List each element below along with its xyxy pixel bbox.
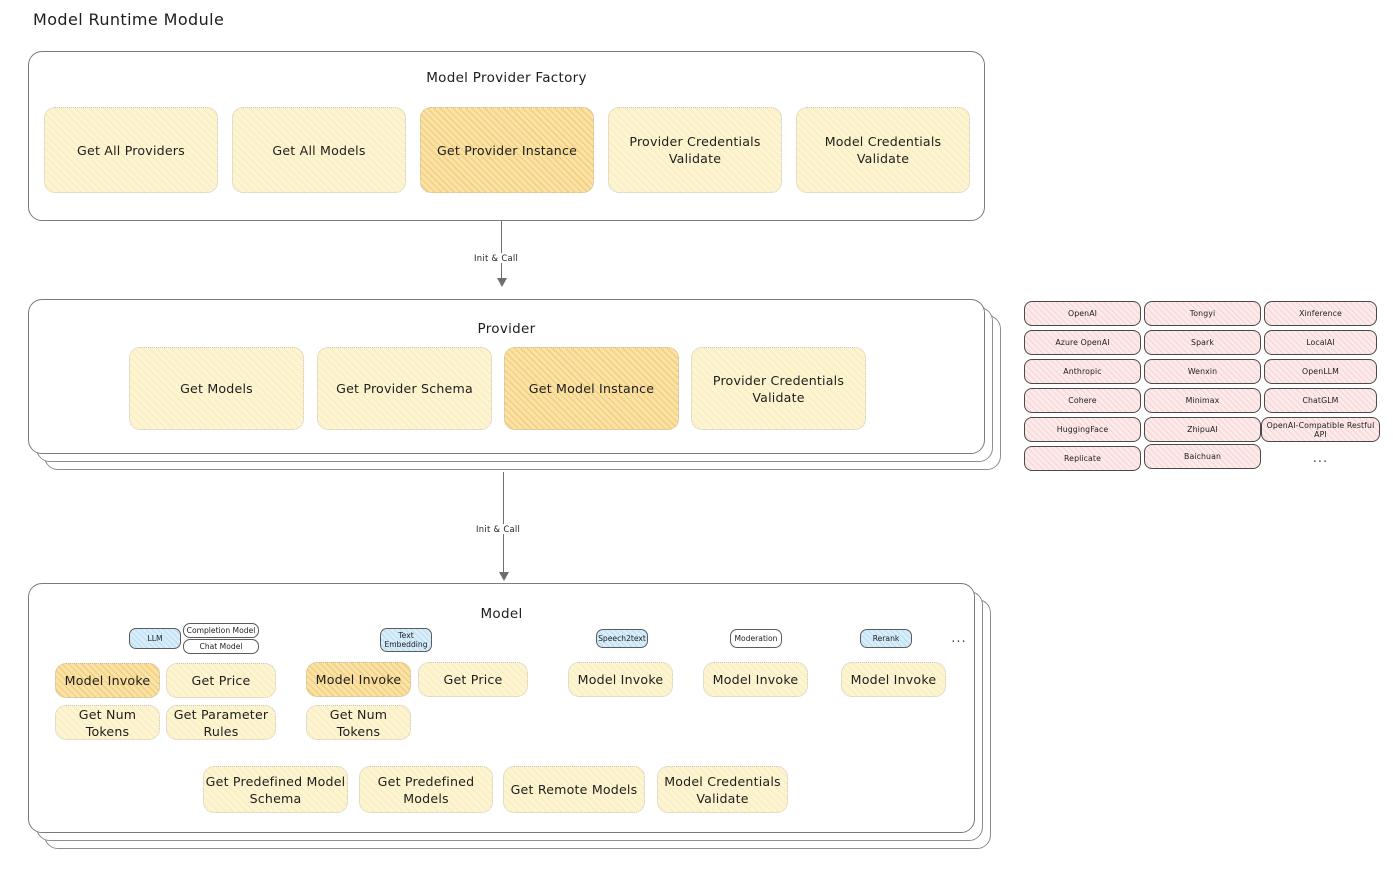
arrow-factory-to-provider-head [497,278,507,287]
provider-tag-localai[interactable]: LocalAI [1264,330,1377,355]
model-provider-factory-title: Model Provider Factory [426,70,587,86]
model-common-method-get-predefined-model-schema[interactable]: Get Predefined Model Schema [203,766,348,813]
arrow-factory-to-provider-label: Init & Call [471,253,522,263]
provider-tag-baichuan[interactable]: Baichuan [1144,444,1261,469]
factory-method-get-all-models[interactable]: Get All Models [232,107,406,193]
factory-method-get-all-providers[interactable]: Get All Providers [44,107,218,193]
provider-tag-chatglm[interactable]: ChatGLM [1264,388,1377,413]
moderation-method-model-invoke[interactable]: Model Invoke [703,662,808,697]
provider-title: Provider [477,321,536,337]
factory-method-provider-credentials-validate[interactable]: Provider Credentials Validate [608,107,782,193]
text-embedding-method-model-invoke[interactable]: Model Invoke [306,662,411,697]
model-common-method-get-remote-models[interactable]: Get Remote Models [503,766,645,813]
provider-method-get-model-instance[interactable]: Get Model Instance [504,347,679,430]
provider-tag-anthropic[interactable]: Anthropic [1024,359,1141,384]
factory-method-model-credentials-validate[interactable]: Model Credentials Validate [796,107,970,193]
provider-tag-minimax[interactable]: Minimax [1144,388,1261,413]
rerank-method-model-invoke[interactable]: Model Invoke [841,662,946,697]
provider-tag-openai[interactable]: OpenAI [1024,301,1141,326]
model-type-badge-rerank[interactable]: Rerank [860,629,912,648]
model-type-badge-text-embedding[interactable]: Text Embedding [380,628,432,652]
llm-method-model-invoke[interactable]: Model Invoke [55,663,160,698]
provider-tag-cohere[interactable]: Cohere [1024,388,1141,413]
arrow-provider-to-model-label: Init & Call [473,524,524,534]
provider-tags-more-ellipsis: ... [1312,450,1329,466]
model-subtype-badge-chat-model[interactable]: Chat Model [183,639,259,654]
text-embedding-method-get-num-tokens[interactable]: Get Num Tokens [306,705,411,740]
model-type-badge-llm[interactable]: LLM [129,628,181,649]
llm-method-get-price[interactable]: Get Price [166,663,276,698]
arrow-factory-to-provider-line [501,221,503,281]
model-type-badge-moderation[interactable]: Moderation [730,629,782,648]
arrow-provider-to-model-head [499,572,509,581]
provider-tag-zhipuai[interactable]: ZhipuAI [1144,417,1261,442]
model-common-method-model-credentials-validate[interactable]: Model Credentials Validate [657,766,788,813]
speech2text-method-model-invoke[interactable]: Model Invoke [568,662,673,697]
provider-method-provider-credentials-validate[interactable]: Provider Credentials Validate [691,347,866,430]
provider-method-get-provider-schema[interactable]: Get Provider Schema [317,347,492,430]
provider-method-get-models[interactable]: Get Models [129,347,304,430]
model-title: Model [480,606,523,622]
provider-tag-tongyi[interactable]: Tongyi [1144,301,1261,326]
provider-tag-xinference[interactable]: Xinference [1264,301,1377,326]
provider-tag-openai-compatible-restful-api[interactable]: OpenAI-Compatible Restful API [1261,417,1380,442]
provider-tag-spark[interactable]: Spark [1144,330,1261,355]
provider-tag-wenxin[interactable]: Wenxin [1144,359,1261,384]
provider-tag-openllm[interactable]: OpenLLM [1264,359,1377,384]
model-types-more-ellipsis: ... [951,630,967,646]
page-title: Model Runtime Module [33,10,225,29]
model-common-method-get-predefined-models[interactable]: Get Predefined Models [359,766,493,813]
provider-tag-huggingface[interactable]: HuggingFace [1024,417,1141,442]
arrow-provider-to-model-line [503,472,505,575]
model-type-badge-speech2text[interactable]: Speech2text [596,629,648,648]
model-subtype-badge-completion-model[interactable]: Completion Model [183,623,259,638]
factory-method-get-provider-instance[interactable]: Get Provider Instance [420,107,594,193]
provider-tag-azure-openai[interactable]: Azure OpenAI [1024,330,1141,355]
llm-method-get-num-tokens[interactable]: Get Num Tokens [55,705,160,740]
llm-method-get-parameter-rules[interactable]: Get Parameter Rules [166,705,276,740]
text-embedding-method-get-price[interactable]: Get Price [418,662,528,697]
provider-tag-replicate[interactable]: Replicate [1024,446,1141,471]
